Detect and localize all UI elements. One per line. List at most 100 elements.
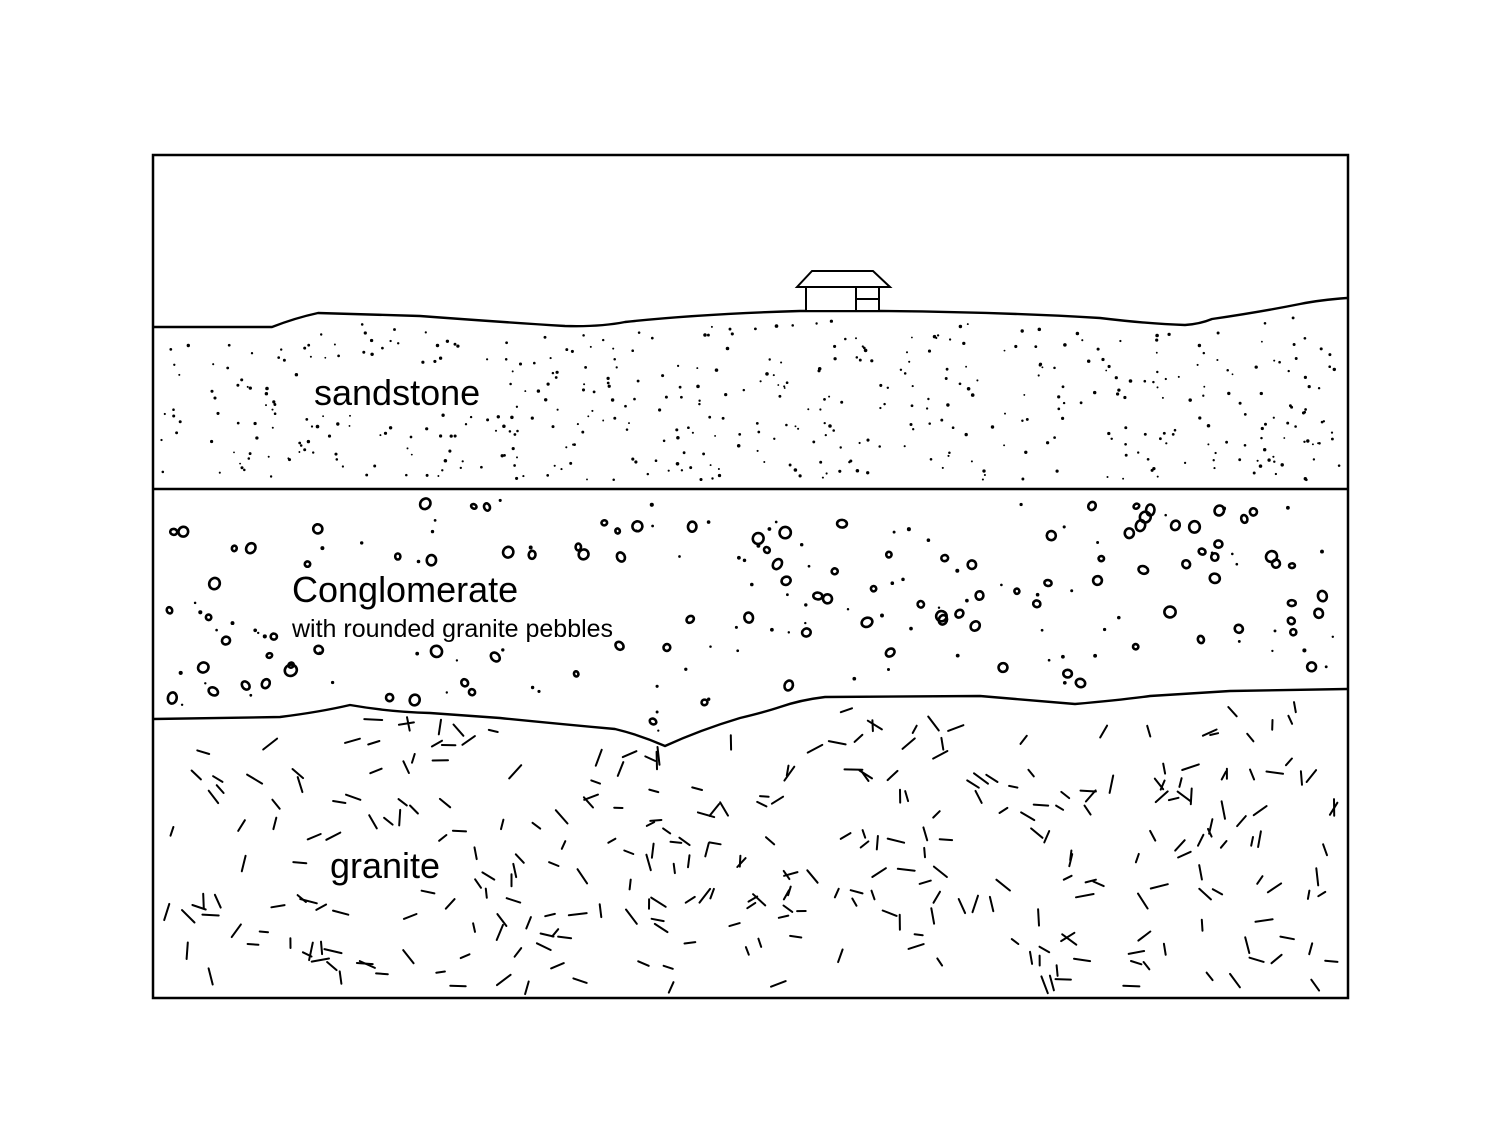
granite-pebble (685, 614, 696, 625)
crystal-mark (907, 943, 925, 950)
sand-grain (1162, 431, 1166, 435)
sand-grain (699, 477, 703, 482)
sand-grain (798, 474, 802, 478)
sand-grain (958, 382, 962, 386)
crystal-mark (656, 746, 661, 766)
sand-grain (912, 428, 915, 431)
granite-pebble (1270, 558, 1282, 569)
sand-grain (742, 388, 746, 392)
granite-pebble (204, 613, 213, 622)
sand-grain (1286, 421, 1290, 425)
sand-grain (486, 358, 489, 361)
sand-grain (1304, 408, 1307, 411)
sand-grain (970, 460, 973, 463)
sand-grain (569, 461, 573, 465)
sand-grain (819, 460, 823, 464)
granite-pebble (615, 551, 627, 563)
sand-grain (905, 351, 909, 354)
crystal-mark (911, 724, 918, 734)
granite-pebble (1248, 506, 1259, 517)
granite-pebble (762, 545, 772, 555)
crystal-mark (1211, 888, 1224, 896)
sand-grain (1203, 385, 1206, 388)
sand-grain (480, 465, 483, 469)
sand-grain (522, 475, 525, 478)
sand-grain (511, 447, 515, 451)
crystal-mark (1236, 815, 1247, 828)
sand-grain (765, 372, 769, 376)
crystal-mark (833, 887, 840, 899)
sand-grain (175, 431, 179, 435)
sand-grain (982, 469, 986, 473)
sand-grain (456, 344, 460, 348)
crystal-mark (598, 903, 603, 919)
crystal-mark (684, 895, 696, 904)
sand-grain (1061, 416, 1065, 420)
granite-pebble (743, 611, 755, 624)
diagram-frame (151, 153, 1350, 1000)
sand-grain (698, 402, 701, 406)
crystal-mark (262, 737, 279, 751)
grain (198, 610, 203, 615)
sand-grain (1207, 443, 1210, 446)
sand-grain (1292, 343, 1296, 346)
granite-pebble (1209, 551, 1220, 563)
crystal-mark (827, 740, 847, 746)
sand-grain (783, 387, 786, 389)
sand-grain (650, 336, 654, 340)
sand-grain (1167, 332, 1171, 337)
sand-grain (362, 350, 366, 354)
granite-pebble (460, 677, 470, 688)
grain (770, 627, 774, 632)
sand-grain (910, 404, 914, 408)
crystal-mark (326, 961, 338, 972)
crystal-mark (782, 904, 794, 913)
sand-grain (1294, 425, 1297, 428)
sand-grain (646, 472, 650, 476)
crystal-mark (1322, 843, 1328, 857)
sand-grain (1319, 347, 1323, 351)
crystal-mark (1062, 874, 1073, 881)
crystal-mark (323, 948, 343, 955)
sand-grain (1202, 351, 1206, 355)
sand-grain (1260, 426, 1264, 431)
crystal-mark (512, 862, 518, 879)
crystal-mark (974, 789, 983, 804)
crystal-mark (1305, 769, 1318, 783)
granite-pebble (166, 691, 179, 705)
crystal-mark (669, 840, 683, 844)
granite-pebble (527, 549, 537, 561)
crystal-mark (696, 811, 716, 819)
crystal-mark (531, 821, 542, 830)
granite-pebble (860, 616, 874, 629)
crystal-mark (296, 776, 304, 794)
sand-grain (844, 337, 847, 341)
sand-grain (944, 377, 948, 380)
granite-pebble (1239, 513, 1249, 525)
sand-grain (1143, 379, 1147, 383)
sand-grain (1155, 333, 1159, 338)
crystal-mark (576, 868, 589, 885)
sand-grain (253, 421, 257, 426)
sand-grain (556, 408, 559, 411)
sand-grain (294, 373, 299, 377)
sand-grain (797, 427, 800, 430)
ground-surface-line (153, 296, 1348, 329)
crystal-mark (375, 972, 389, 976)
sand-grain (315, 424, 320, 429)
granite-pebble (631, 520, 644, 533)
crystal-mark (444, 898, 456, 910)
sand-grain (613, 416, 617, 420)
grain (1040, 628, 1044, 632)
sand-grain (1287, 369, 1290, 373)
sand-grain (573, 443, 576, 446)
sand-grain (405, 473, 408, 477)
crystal-mark (998, 806, 1009, 814)
sand-grain (696, 367, 699, 370)
sand-grain (379, 434, 382, 437)
sand-grain (1053, 366, 1056, 370)
grain (655, 710, 659, 714)
sand-grain (763, 461, 766, 463)
sand-grain (714, 434, 717, 437)
sand-grain (709, 464, 712, 467)
